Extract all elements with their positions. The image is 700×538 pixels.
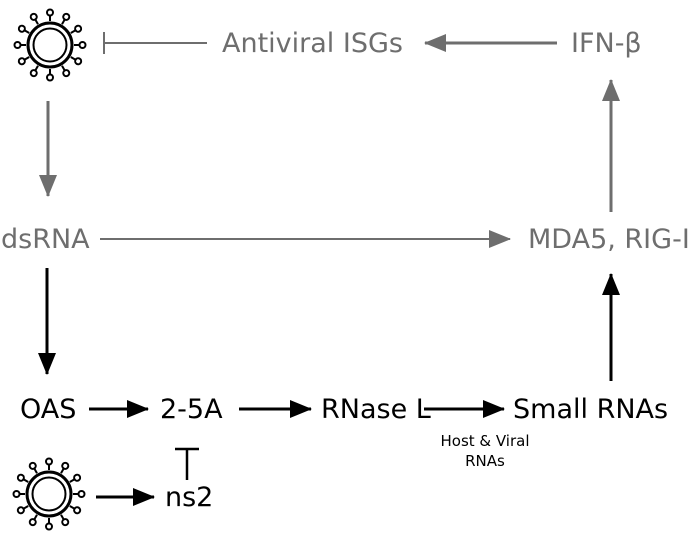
oas-label: OAS [20, 394, 77, 425]
dsrna-label: dsRNA [1, 224, 90, 255]
host-viral-rnas-annotation: Host & Viral RNAs [420, 431, 550, 472]
2-5a-label: 2-5A [160, 394, 223, 425]
virus-icon-top [13, 8, 87, 82]
rnase-l-label: RNase L [321, 394, 431, 425]
host-viral-line-1: Host & Viral [440, 432, 530, 450]
mda5-rigi-label: MDA5, RIG-I [528, 224, 690, 255]
ns2-label: ns2 [165, 482, 214, 513]
ns2-inhibits-2-5a-edge [175, 447, 199, 480]
ifn-beta-label: IFN-β [571, 28, 642, 59]
host-viral-line-2: RNAs [465, 452, 505, 471]
small-rnas-label: Small RNAs [513, 394, 669, 425]
antiviral-isgs-label: Antiviral ISGs [222, 28, 403, 59]
virus-icon-bottom [12, 457, 86, 531]
inhibit-virus-edge [103, 32, 207, 54]
